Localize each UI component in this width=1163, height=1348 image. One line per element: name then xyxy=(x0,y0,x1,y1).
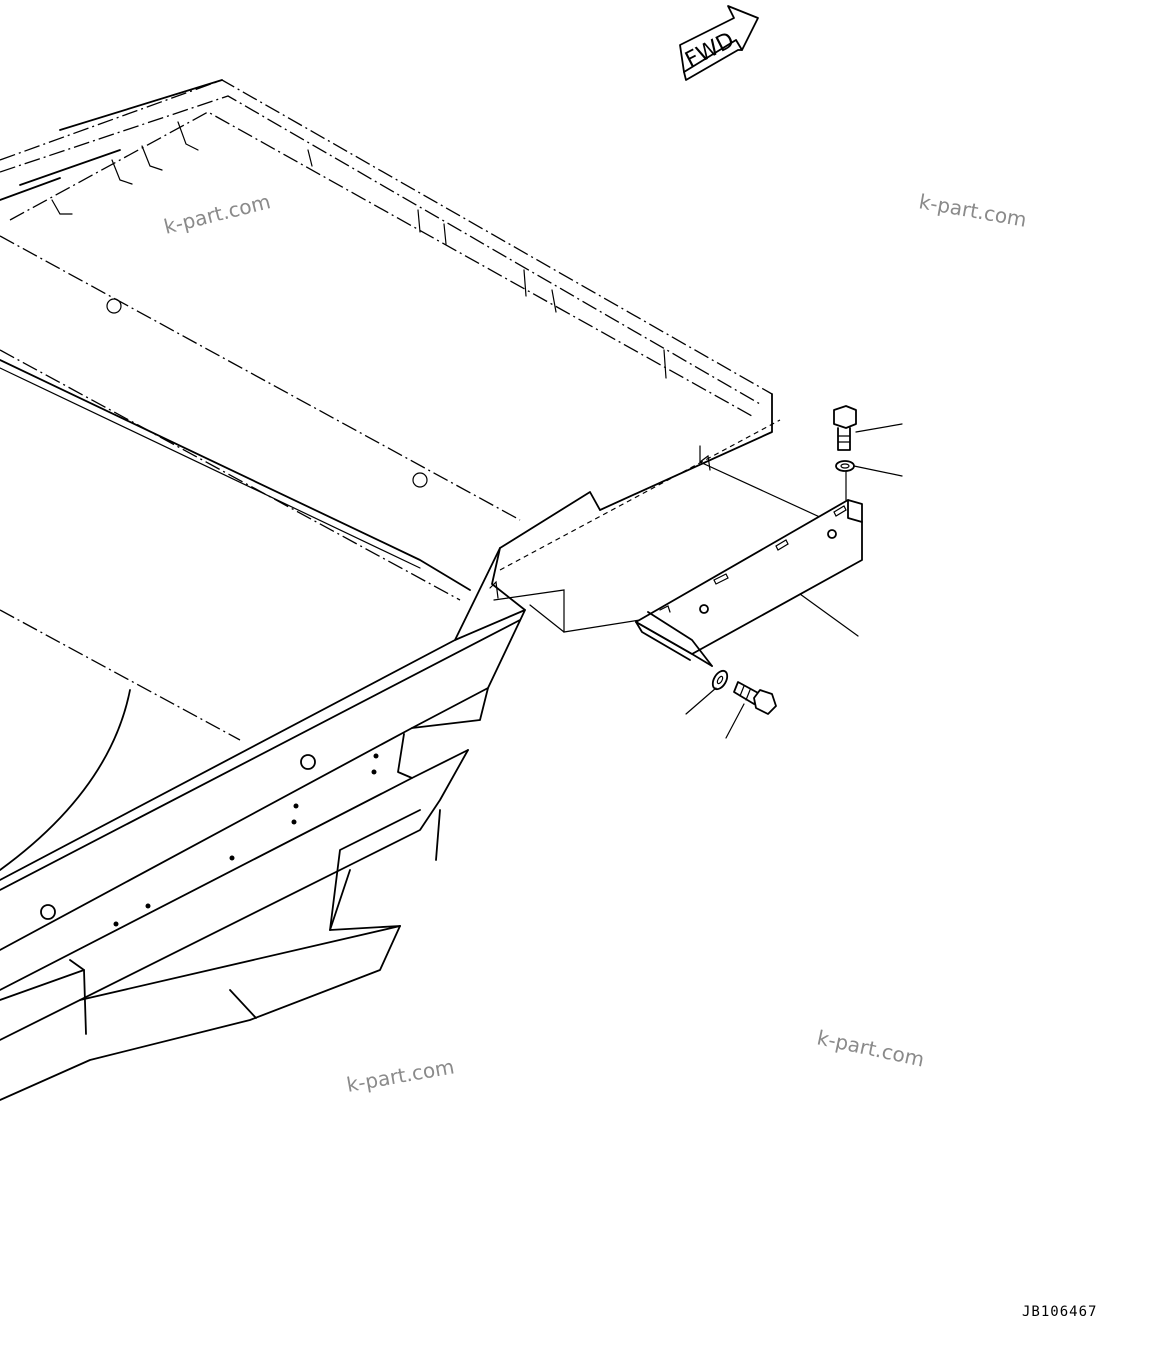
leader-cover-plate xyxy=(799,593,859,637)
watermark: k-part.com xyxy=(161,189,272,239)
drawing-code: JB106467 xyxy=(1022,1304,1097,1320)
dump-body xyxy=(0,79,849,1101)
bolt-lower-icon xyxy=(725,681,777,739)
watermark: k-part.com xyxy=(815,1025,927,1071)
washer-upper-icon xyxy=(835,460,903,501)
watermark: k-part.com xyxy=(917,189,1028,232)
fwd-arrow-icon: FWD xyxy=(679,5,759,81)
cover-plate xyxy=(635,499,863,667)
watermark: k-part.com xyxy=(345,1054,456,1097)
washer-lower-icon xyxy=(685,669,729,715)
bolt-upper-icon xyxy=(833,405,903,451)
